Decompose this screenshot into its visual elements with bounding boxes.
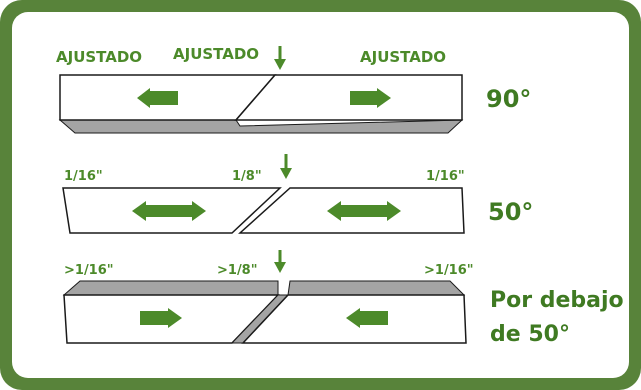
arrow-double-icon (327, 201, 401, 221)
row3-label-right: >1/16" (424, 263, 474, 278)
arrow-down-icon (280, 154, 292, 179)
row3-shadow-right (287, 280, 466, 296)
row-50-degrees: 1/16" 1/8" 1/16" 50° (62, 154, 533, 234)
row1-label-right: AJUSTADO (360, 48, 446, 66)
row3-shadow-left (62, 280, 279, 296)
arrow-right-icon (350, 88, 391, 108)
arrow-double-icon (132, 201, 206, 221)
row2-label-right: 1/16" (426, 169, 465, 184)
row1-angle-label: 90° (486, 85, 531, 113)
row1-block-right (234, 74, 463, 121)
row-90-degrees: AJUSTADO AJUSTADO AJUSTADO 90° (56, 45, 531, 134)
row2-label-left: 1/16" (64, 169, 103, 184)
row3-angle-line1: Por debajo (490, 288, 624, 313)
row3-label-left: >1/16" (64, 263, 114, 278)
arrow-down-icon (274, 46, 286, 70)
row3-label-center: >1/8" (217, 263, 258, 278)
row1-label-center: AJUSTADO (173, 45, 259, 63)
row-below-50-degrees: >1/16" >1/8" >1/16" Por debajo de 50° (62, 250, 624, 347)
row1-label-left: AJUSTADO (56, 48, 142, 66)
row3-angle-line2: de 50° (490, 322, 570, 347)
row2-label-center: 1/8" (232, 169, 262, 184)
arrow-down-icon (274, 250, 286, 273)
arrow-left-icon (137, 88, 178, 108)
row2-angle-label: 50° (488, 198, 533, 226)
arrow-right-icon (140, 308, 182, 328)
arrow-left-icon (346, 308, 388, 328)
